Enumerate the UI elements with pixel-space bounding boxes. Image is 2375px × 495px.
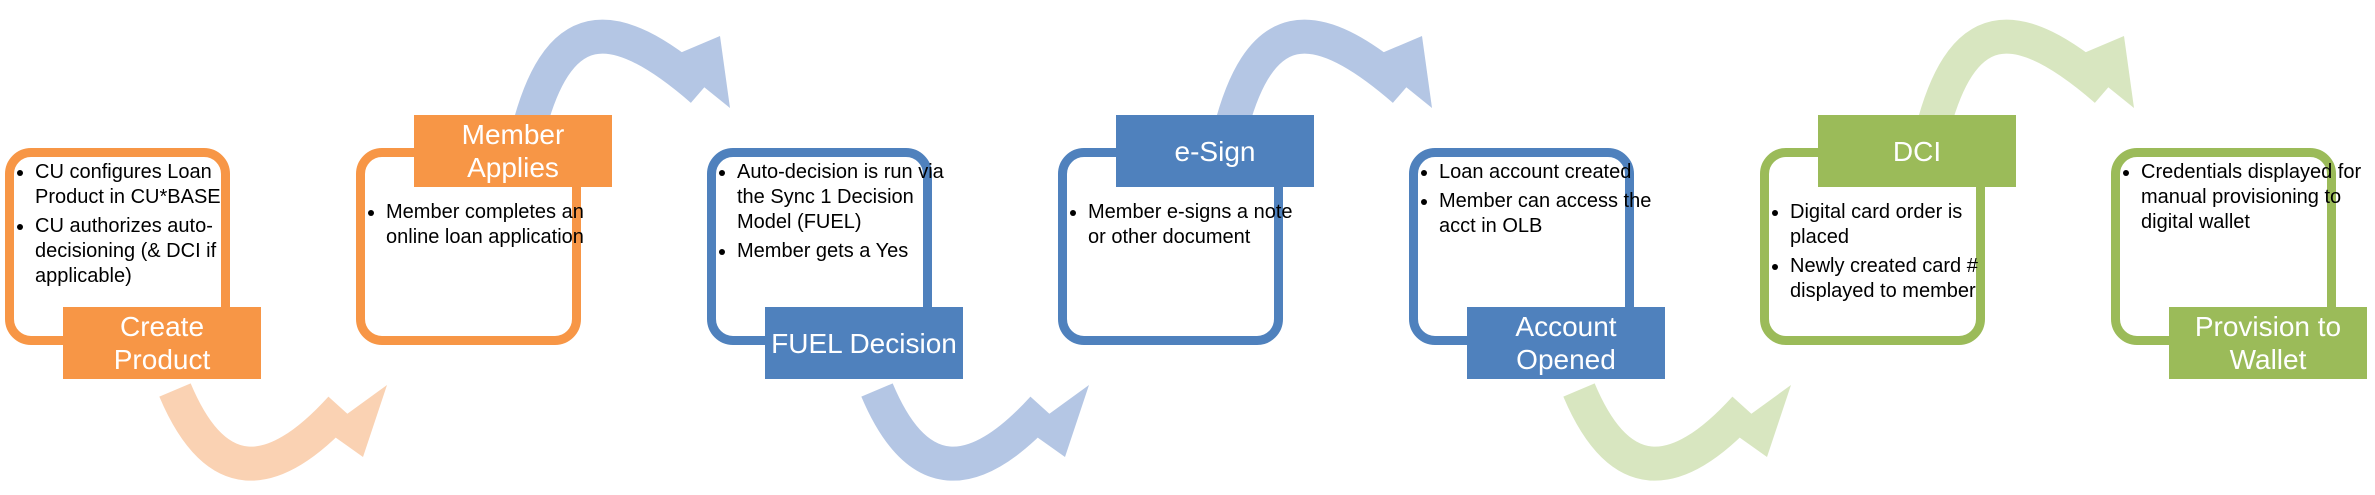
bullet-item: Credentials displayed for manual provisi… — [2141, 160, 2365, 235]
stage-create-product: CU configures Loan Product in CU*BASE CU… — [5, 0, 265, 495]
stage-title: DCI — [1818, 115, 2016, 187]
connector-arrow-body — [861, 383, 1056, 481]
bullet-item: Digital card order is placed — [1790, 200, 2014, 250]
stage-provision-to-wallet: Credentials displayed for manual provisi… — [2111, 0, 2371, 495]
bullet-item: Member can access the acct in OLB — [1439, 189, 1663, 239]
stage-fuel-decision: Auto-decision is run via the Sync 1 Deci… — [707, 0, 967, 495]
stage-title: Provision to Wallet — [2169, 307, 2367, 379]
stage-bullets: Credentials displayed for manual provisi… — [2125, 160, 2365, 239]
stage-e-sign: Member e-signs a note or other document … — [1058, 0, 1318, 495]
connector-arrow-body — [509, 19, 714, 144]
stage-bullets: Digital card order is placed Newly creat… — [1774, 200, 2014, 308]
stage-bullets: Member e-signs a note or other document — [1072, 200, 1312, 254]
stage-title: e-Sign — [1116, 115, 1314, 187]
stage-title: FUEL Decision — [765, 307, 963, 379]
stage-bullets: Member completes an online loan applicat… — [370, 200, 610, 254]
connector-arrow-head — [1027, 385, 1089, 457]
stage-dci: Digital card order is placed Newly creat… — [1760, 0, 2020, 495]
stage-member-applies: Member completes an online loan applicat… — [356, 0, 616, 495]
connector-arrow-head — [668, 36, 730, 108]
stage-title: Account Opened — [1467, 307, 1665, 379]
bullet-item: Member completes an online loan applicat… — [386, 200, 610, 250]
bullet-item: Loan account created — [1439, 160, 1663, 185]
connector-arrow-head — [1370, 36, 1432, 108]
connector-arrow-body — [1913, 19, 2118, 144]
stage-title: Member Applies — [414, 115, 612, 187]
connector-arrow-head — [325, 385, 387, 457]
connector-arrow-head — [2072, 36, 2134, 108]
stage-bullets: Loan account created Member can access t… — [1423, 160, 1663, 243]
bullet-item: Auto-decision is run via the Sync 1 Deci… — [737, 160, 961, 235]
connector-arrow-body — [159, 383, 354, 481]
stage-title: Create Product — [63, 307, 261, 379]
bullet-item: CU authorizes auto-decisioning (& DCI if… — [35, 214, 259, 289]
bullet-item: CU configures Loan Product in CU*BASE — [35, 160, 259, 210]
connector-arrow-body — [1563, 383, 1758, 481]
connector-arrow-head — [1729, 385, 1791, 457]
bullet-item: Member e-signs a note or other document — [1088, 200, 1312, 250]
connector-arrow-body — [1211, 19, 1416, 144]
stage-bullets: CU configures Loan Product in CU*BASE CU… — [19, 160, 259, 293]
bullet-item: Member gets a Yes — [737, 239, 961, 264]
stage-account-opened: Loan account created Member can access t… — [1409, 0, 1669, 495]
bullet-item: Newly created card # displayed to member — [1790, 254, 2014, 304]
stage-bullets: Auto-decision is run via the Sync 1 Deci… — [721, 160, 961, 268]
